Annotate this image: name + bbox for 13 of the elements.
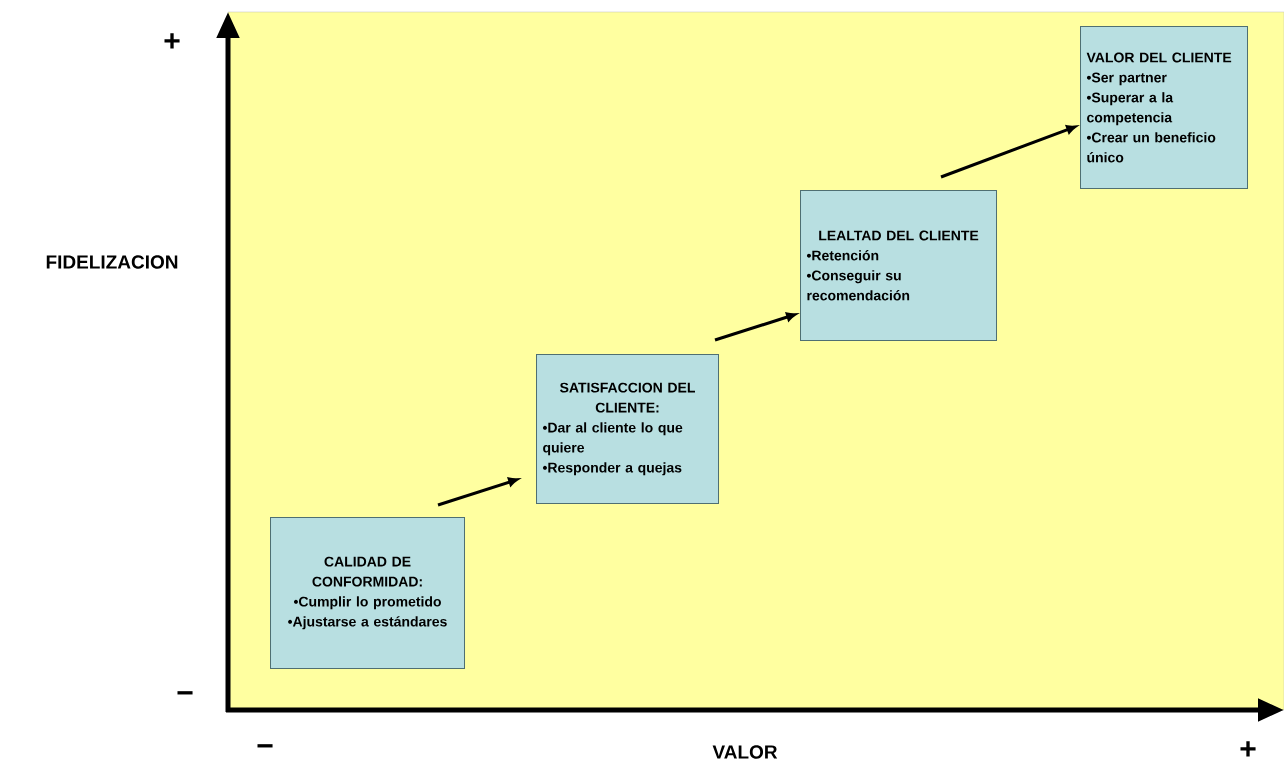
text-box: LEALTAD DEL CLIENTE •Retención •Conseguir su recomendación <box>800 190 997 341</box>
text-box: CALIDAD DE CONFORMIDAD: •Cumplir lo prometido •Ajustarse a estándares <box>270 517 465 669</box>
arrow <box>714 312 797 342</box>
axis-sign: + <box>164 33 180 49</box>
axis-sign: − <box>257 744 273 748</box>
axis-sign: − <box>177 691 193 695</box>
text-box: VALOR DEL CLIENTE •Ser partner •Superar a la competencia •Crear un beneficio único <box>1080 26 1248 189</box>
axis-sign: + <box>1240 741 1256 757</box>
arrow <box>437 477 519 507</box>
axis-title: FIDELIZACION <box>46 255 178 269</box>
arrow <box>940 125 1077 179</box>
axis-title: VALOR <box>712 745 778 759</box>
text-box: SATISFACCION DEL CLIENTE: •Dar al cliente lo que quiere •Responder a quejas <box>536 354 719 504</box>
